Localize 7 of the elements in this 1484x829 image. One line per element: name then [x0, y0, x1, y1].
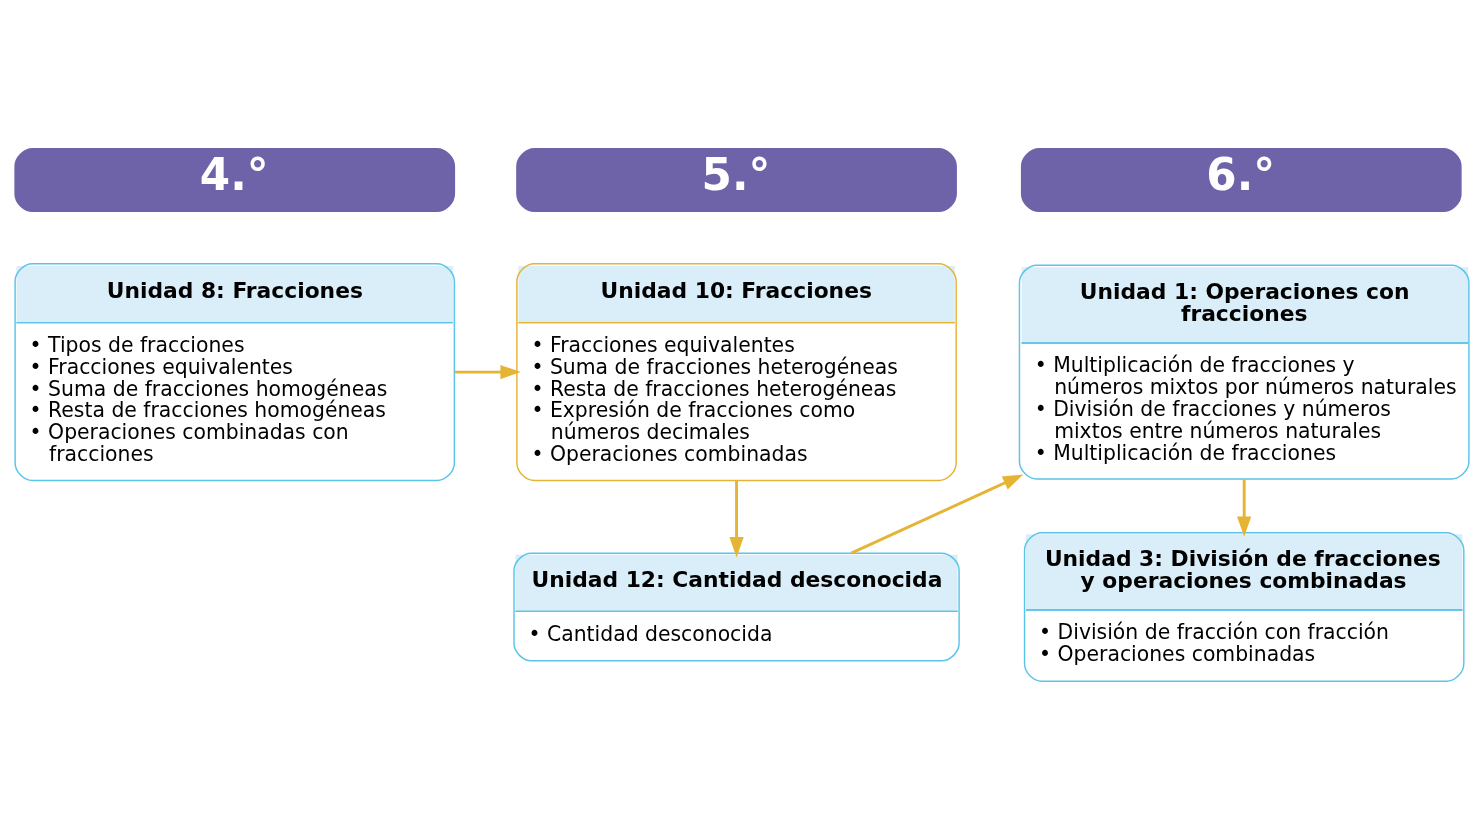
arrow [850, 474, 1024, 554]
node-box: 5.° [516, 147, 957, 212]
arrow [454, 364, 521, 379]
arrow [729, 480, 744, 557]
arrow [1237, 478, 1252, 537]
node-box: 6.° [1020, 147, 1462, 212]
node-box: 4.° [14, 147, 456, 212]
